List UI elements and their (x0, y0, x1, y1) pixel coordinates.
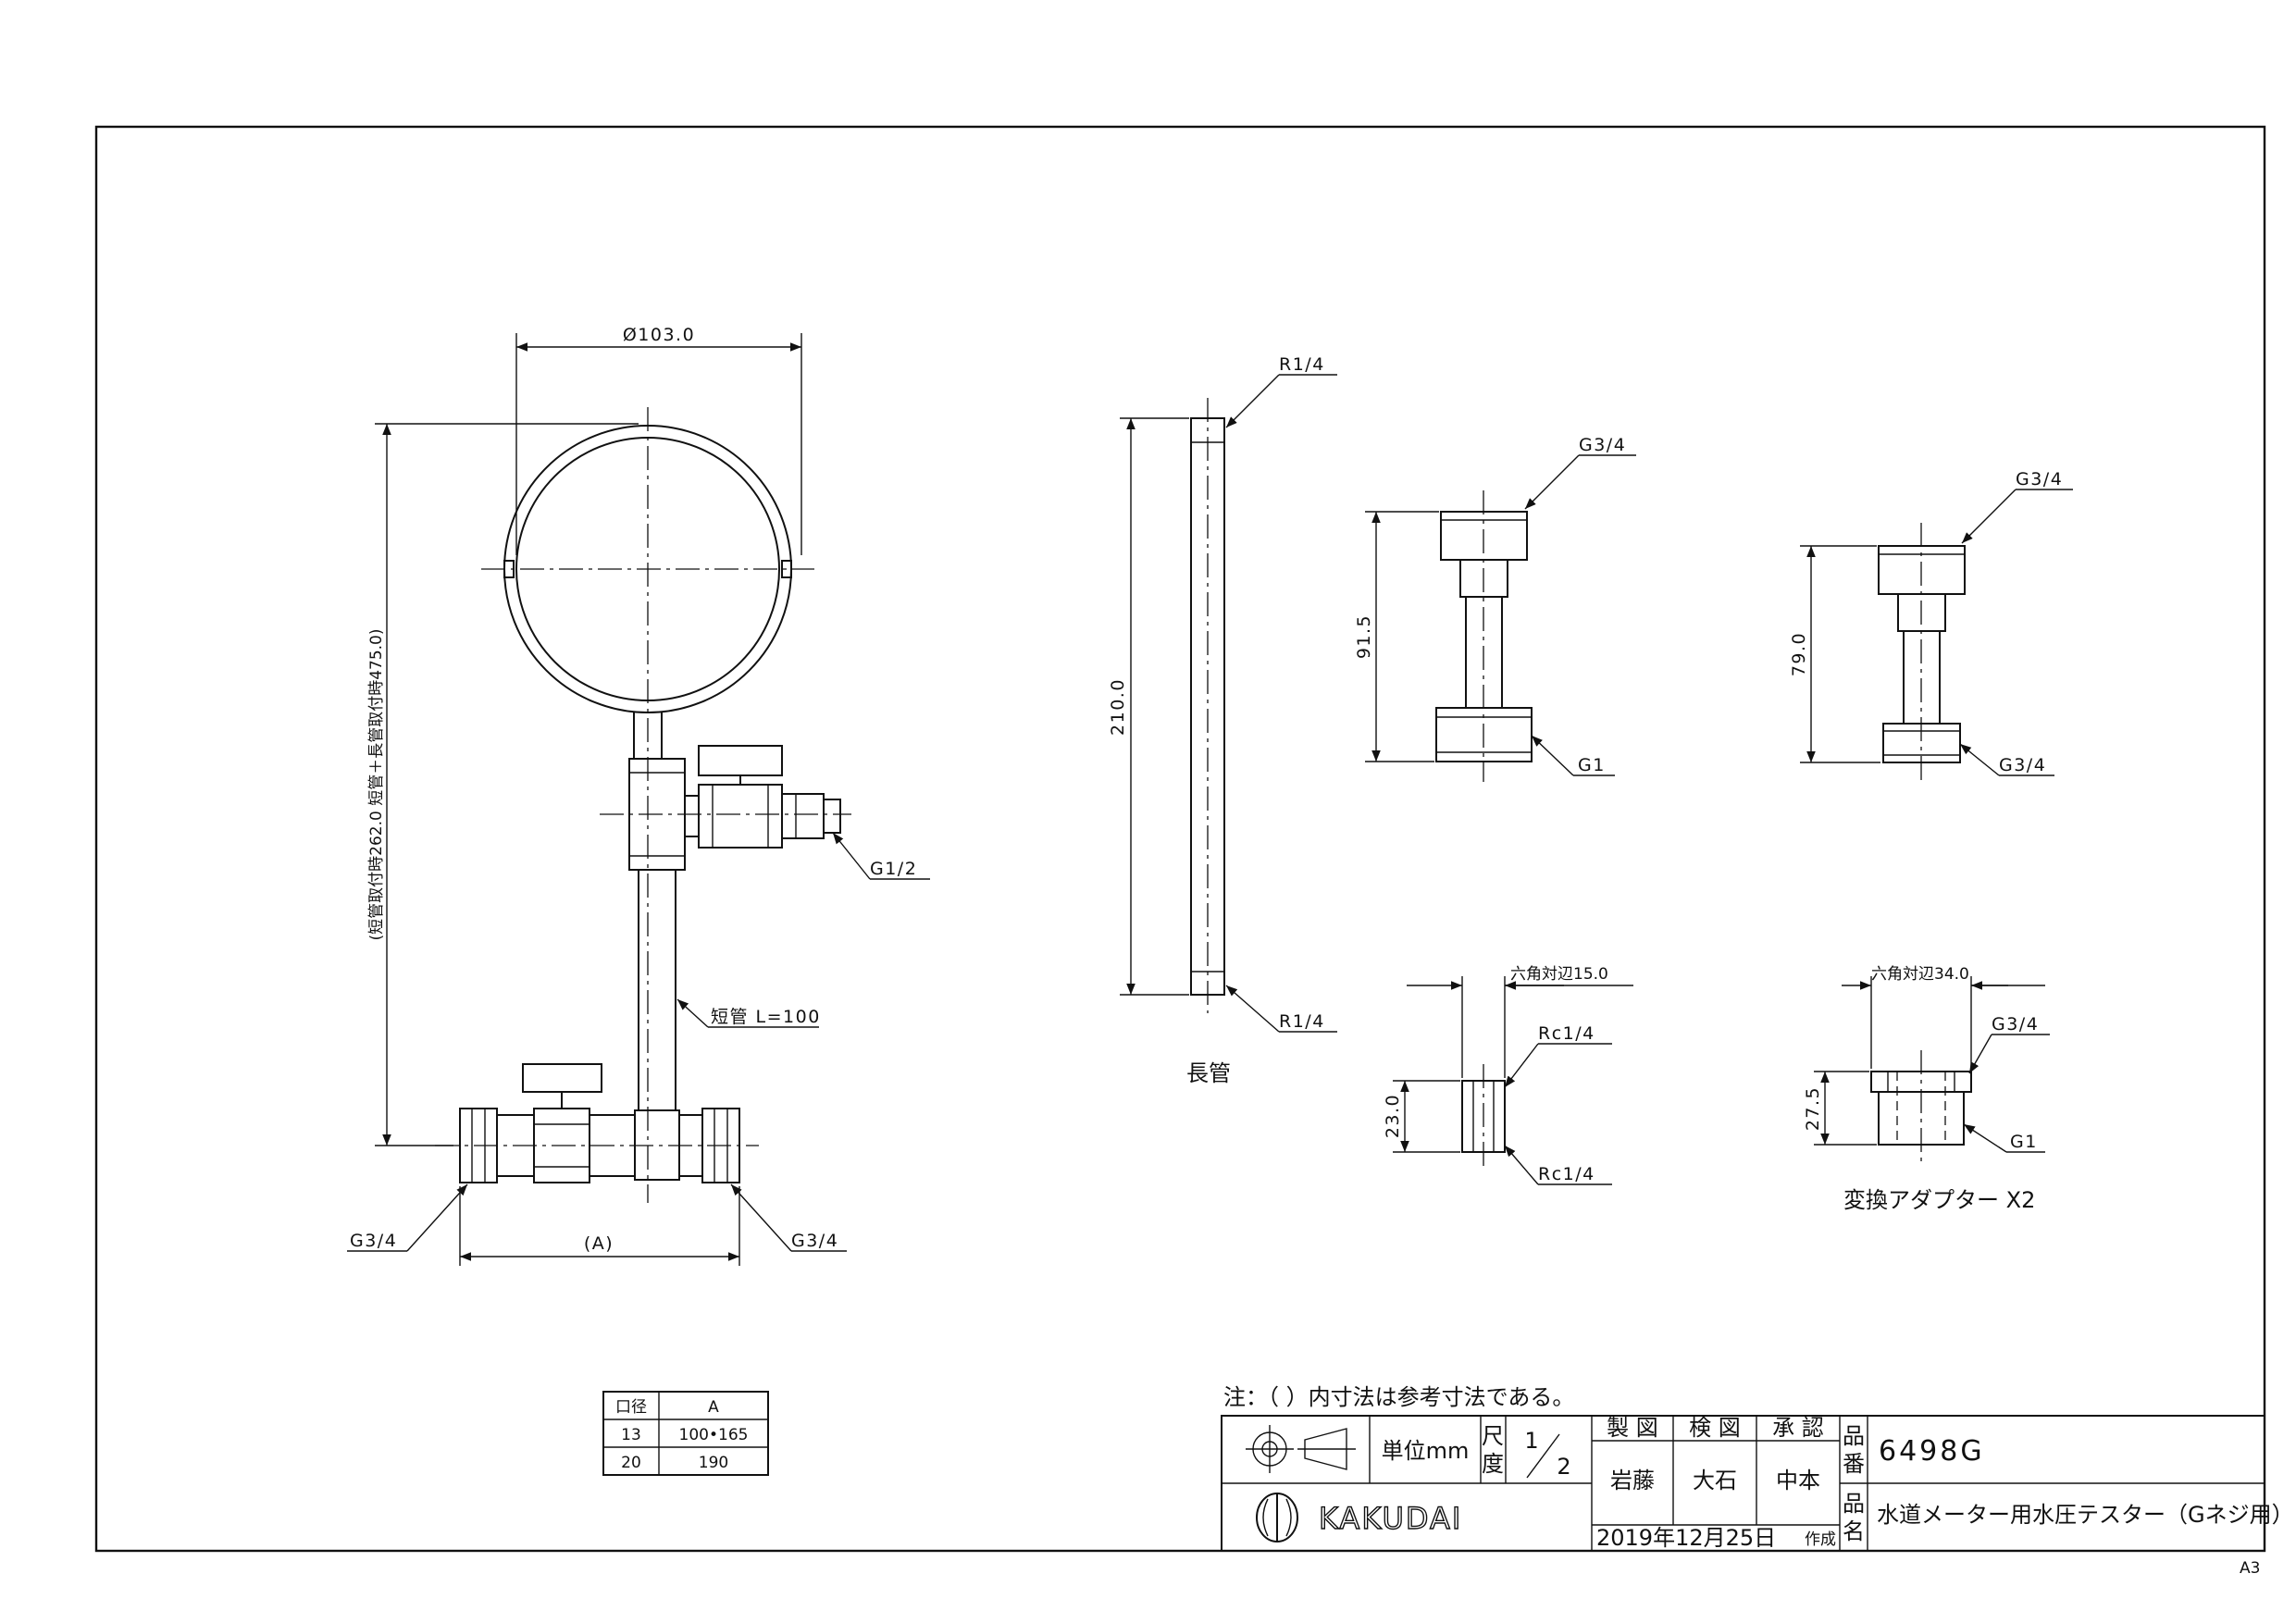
size-table-row-1-a: 100•165 (679, 1426, 749, 1444)
drawing-date-suffix: 作成 (1805, 1530, 1836, 1549)
unit-label: 単位mm (1382, 1438, 1470, 1464)
reference-note: 注：（ ）内寸法は参考寸法である。 (1223, 1384, 1574, 1410)
long-pipe-length-dim: 210.0 (1108, 678, 1128, 736)
scale-denominator: 2 (1557, 1454, 1570, 1480)
scale-label-2: 度 (1482, 1451, 1504, 1477)
nipple-hex-dim: 六角対辺15.0 (1510, 965, 1608, 984)
size-table-header-bore: 口径 (615, 1398, 647, 1417)
adapter-2-top-thread: G3/4 (2016, 469, 2063, 489)
long-pipe-bottom-thread: R1/4 (1279, 1011, 1325, 1032)
gauge-assembly (435, 407, 851, 1203)
third-angle-projection-icon (1246, 1425, 1356, 1473)
width-a-dim: (A) (584, 1233, 614, 1254)
inlet-left-thread-label: G3/4 (350, 1231, 397, 1251)
part-number: 6498G (1879, 1435, 1985, 1468)
size-table-row-2-a: 190 (699, 1454, 728, 1472)
title-block: 単位mm 尺 度 1 2 製 図 検 図 承 認 岩藤 大石 中本 2019年1… (1221, 1415, 2294, 1552)
adapter-3-bottom-thread: G1 (2010, 1132, 2038, 1152)
gauge-dimensions: Ø103.0 (短管取付時262.0 短管＋長管取付時475.0) (A) G1… (347, 325, 930, 1266)
size-table-header-a: A (708, 1398, 719, 1417)
gauge-lug-right (781, 560, 792, 578)
long-pipe-top-thread: R1/4 (1279, 354, 1325, 375)
adapter-2-view: 79.0 G3/4 G3/4 (1789, 469, 2073, 782)
part-name: 水道メーター用水圧テスター（Gネジ用） (1877, 1502, 2294, 1528)
nipple-length-dim: 23.0 (1383, 1094, 1403, 1138)
part-number-label-1: 品 (1843, 1423, 1865, 1449)
adapter-3-top-thread: G3/4 (1992, 1014, 2039, 1035)
drawing-date: 2019年12月25日 (1596, 1525, 1776, 1551)
short-pipe-label: 短管 L=100 (711, 1007, 821, 1027)
size-table-row-2-bore: 20 (621, 1454, 641, 1472)
sheet-size: A3 (2240, 1559, 2260, 1578)
adapter-set-label: 変換アダプター X2 (1843, 1187, 2035, 1213)
size-table: 口径 A 13 100•165 20 190 (602, 1391, 769, 1476)
long-pipe-label: 長管 (1186, 1060, 1231, 1086)
long-pipe-view: 210.0 R1/4 R1/4 長管 (1108, 354, 1337, 1086)
approved-by-name: 中本 (1776, 1468, 1820, 1493)
dial-diameter-dim: Ø103.0 (623, 325, 695, 345)
drawn-by-header: 製 図 (1607, 1415, 1658, 1441)
scale-numerator: 1 (1524, 1428, 1538, 1454)
checked-by-header: 検 図 (1689, 1415, 1741, 1441)
adapter-2-bottom-thread: G3/4 (1999, 755, 2046, 775)
inlet-valve-handle (522, 1063, 602, 1093)
scale-label-1: 尺 (1482, 1423, 1504, 1449)
nipple-view: 六角対辺15.0 23.0 Rc1/4 Rc1/4 (1383, 965, 1633, 1185)
side-valve-handle (698, 745, 783, 776)
adapter-1-bottom-thread: G1 (1578, 755, 1606, 775)
size-table-row-1-bore: 13 (621, 1426, 641, 1444)
nipple-bottom-thread: Rc1/4 (1538, 1164, 1595, 1184)
adapter-1-height-dim: 91.5 (1354, 614, 1374, 659)
logo-text: KAKUDAI (1319, 1501, 1462, 1536)
inlet-right-thread-label: G3/4 (791, 1231, 838, 1251)
drawing-frame (94, 125, 2266, 1553)
checked-by-name: 大石 (1693, 1468, 1737, 1493)
nipple-top-thread: Rc1/4 (1538, 1023, 1595, 1044)
total-height-dim: (短管取付時262.0 短管＋長管取付時475.0) (367, 628, 386, 940)
side-ball-valve (698, 784, 783, 849)
part-number-label-2: 番 (1843, 1451, 1865, 1477)
kakudai-logo (1256, 1493, 1298, 1542)
short-pipe (638, 869, 676, 1111)
approved-by-header: 承 認 (1772, 1415, 1824, 1441)
adapter-3-view: 六角対辺34.0 27.5 G3/4 G1 変換アダプター X2 (1803, 965, 2050, 1213)
adapter-1-top-thread: G3/4 (1579, 435, 1626, 455)
part-name-label-1: 品 (1843, 1491, 1865, 1517)
part-name-label-2: 名 (1843, 1518, 1865, 1544)
outlet-thread-label: G1/2 (870, 859, 917, 879)
drawn-by-name: 岩藤 (1610, 1468, 1655, 1493)
adapter-3-hex-dim: 六角対辺34.0 (1871, 965, 1969, 984)
adapter-3-height-dim: 27.5 (1803, 1086, 1823, 1131)
adapter-2-height-dim: 79.0 (1789, 632, 1809, 676)
adapter-1-view: 91.5 G3/4 G1 (1354, 435, 1636, 782)
